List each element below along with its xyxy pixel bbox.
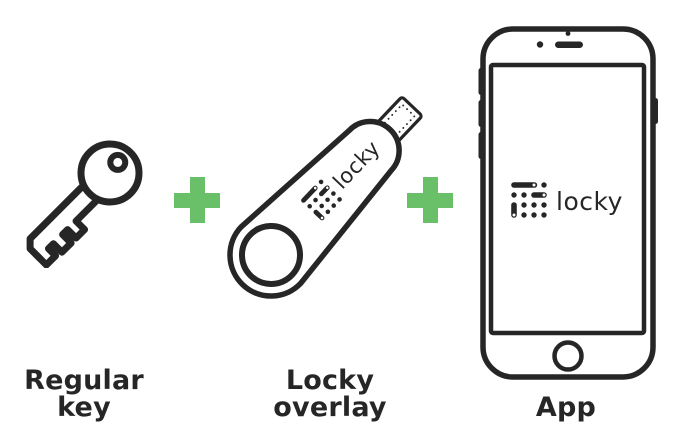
label-app: App	[496, 394, 636, 421]
home-button-icon	[552, 340, 584, 372]
label-locky-overlay: Locky overlay	[255, 367, 405, 421]
sensor-dot-icon	[565, 31, 571, 36]
smartphone-icon: locky	[478, 26, 658, 380]
plus-icon	[407, 177, 453, 223]
phone-screen	[488, 62, 647, 336]
speaker-icon	[555, 41, 583, 48]
label-line: App	[535, 392, 597, 423]
key-hole	[107, 151, 129, 173]
label-line: Regular	[24, 365, 144, 396]
locky-dot-matrix-mark-icon	[301, 179, 342, 221]
locky-dot-matrix-mark-icon	[511, 182, 547, 218]
camera-dot-icon	[536, 41, 544, 48]
label-line: Locky	[285, 365, 375, 396]
label-line: key	[57, 392, 111, 423]
plus-icon	[174, 177, 220, 223]
keyring-hole	[239, 223, 303, 287]
locky-overlay-device-icon: locky	[227, 96, 423, 299]
label-line: overlay	[273, 392, 387, 423]
label-regular-key: Regular key	[14, 367, 154, 421]
key-icon	[26, 140, 143, 268]
locky-logo-text: locky	[556, 187, 623, 216]
key-shaft	[26, 177, 106, 268]
